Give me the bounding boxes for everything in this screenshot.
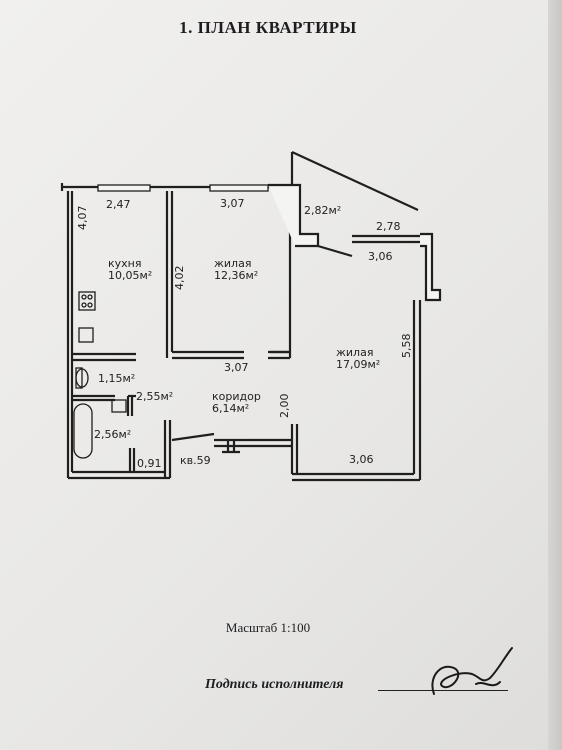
signature-label: Подпись исполнителя — [205, 677, 344, 692]
dim-living2-width-bottom: 3,06 — [349, 453, 374, 466]
room-living1-name: жилая — [214, 257, 251, 270]
room-kitchen-area: 10,05м² — [108, 269, 152, 282]
dim-balcony-inner: 3,06 — [368, 250, 393, 263]
floor-plan: 2,47 3,07 4,07 4,02 3,07 2,78 3,06 5,58 … — [60, 151, 442, 482]
room-balcony-area: 2,82м² — [304, 204, 341, 217]
dim-kitchen-width: 2,47 — [106, 198, 131, 211]
scale-label: Масштаб 1:100 — [225, 620, 311, 635]
room-corridor-name: коридор — [212, 390, 261, 403]
dim-kitchen-depth: 4,07 — [76, 206, 89, 231]
dim-living1-depth: 4,02 — [173, 266, 186, 291]
dim-living1-width-bottom: 3,07 — [224, 361, 249, 374]
room-hall-area: 2,55м² — [136, 390, 173, 403]
room-living2-area: 17,09м² — [336, 358, 380, 371]
walls — [60, 151, 442, 482]
page-fold-shadow — [548, 0, 562, 750]
dim-door-width: 0,91 — [137, 457, 162, 470]
room-corridor-area: 6,14м² — [212, 402, 249, 415]
apartment-number: кв.59 — [180, 454, 211, 467]
page-title: 1. ПЛАН КВАРТИРЫ — [179, 18, 357, 37]
fixtures — [73, 291, 127, 459]
dim-corridor-depth: 2,00 — [278, 394, 291, 419]
dim-living1-width-top: 3,07 — [220, 197, 245, 210]
room-bathroom-area: 2,56м² — [94, 428, 131, 441]
room-toilet-area: 1,15м² — [98, 372, 135, 385]
room-kitchen-name: кухня — [108, 257, 141, 270]
room-living2-name: жилая — [336, 346, 373, 359]
signature-line — [378, 690, 508, 691]
dim-balcony-width: 2,78 — [376, 220, 401, 233]
room-living1-area: 12,36м² — [214, 269, 258, 282]
handwritten-signature — [431, 647, 513, 695]
dim-living2-depth: 5,58 — [400, 334, 413, 359]
